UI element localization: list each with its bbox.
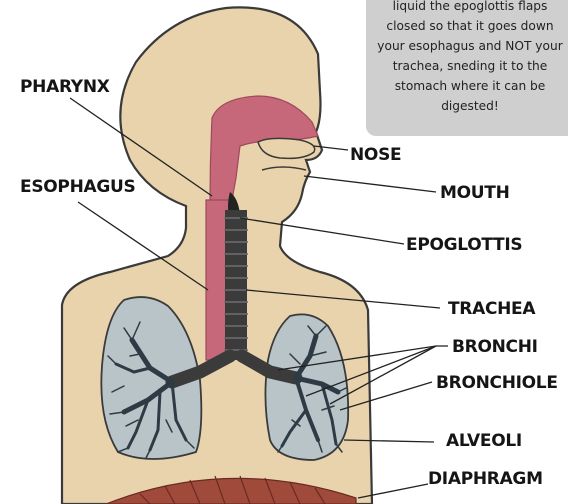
label-bronchiole: BRONCHIOLE — [436, 374, 558, 392]
label-epoglottis: EPOGLOTTIS — [406, 236, 522, 254]
label-mouth: MOUTH — [440, 184, 510, 202]
mouth-leader — [304, 176, 436, 192]
label-trachea: TRACHEA — [448, 300, 535, 318]
label-alveoli: ALVEOLI — [446, 432, 522, 450]
label-nose: NOSE — [350, 146, 401, 164]
note-text: liquid the epoglottis flaps closed so th… — [372, 0, 568, 116]
label-esophagus: ESOPHAGUS — [20, 178, 135, 196]
label-pharynx: PHARYNX — [20, 78, 110, 96]
label-diaphragm: DIAPHRAGM — [428, 470, 543, 488]
label-bronchi: BRONCHI — [452, 338, 538, 356]
